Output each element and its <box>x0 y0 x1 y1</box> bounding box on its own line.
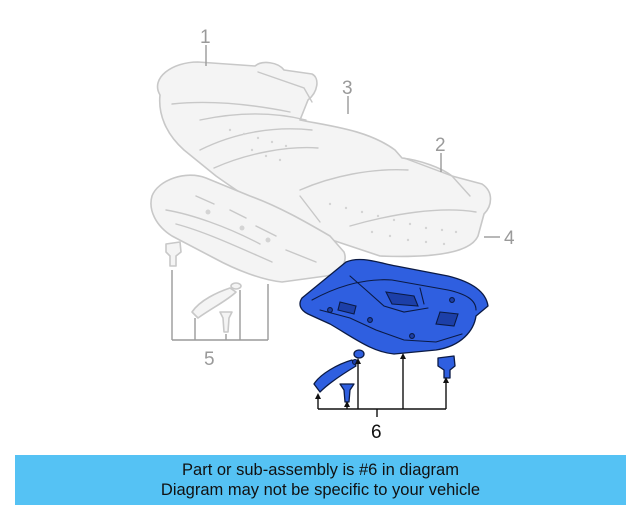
callout-lines-black <box>315 353 449 417</box>
pin-ghost <box>219 311 233 333</box>
seat-pan-part-6[interactable] <box>299 258 489 355</box>
banner-line-part: Part or sub-assembly is #6 in diagram <box>182 461 459 479</box>
info-banner: Part or sub-assembly is #6 in diagram Di… <box>15 455 626 505</box>
callout-lines-grey <box>171 45 500 341</box>
push-pin-part-6[interactable] <box>339 383 355 403</box>
clip-part-6[interactable] <box>437 355 456 379</box>
callout-6: 6 <box>371 422 382 443</box>
banner-line-disclaimer: Diagram may not be specific to your vehi… <box>160 481 481 499</box>
callout-3: 3 <box>342 78 353 99</box>
grommet-part-6[interactable] <box>353 349 365 359</box>
clip-ghost <box>165 241 182 267</box>
small-fastener-ghost <box>230 282 242 290</box>
strap-ghost <box>191 287 237 319</box>
callout-1: 1 <box>200 27 211 48</box>
parts-diagram: 1 2 3 4 5 6 <box>150 27 515 443</box>
callout-4: 4 <box>504 228 515 249</box>
callout-5: 5 <box>204 349 215 370</box>
callout-2: 2 <box>435 135 446 156</box>
